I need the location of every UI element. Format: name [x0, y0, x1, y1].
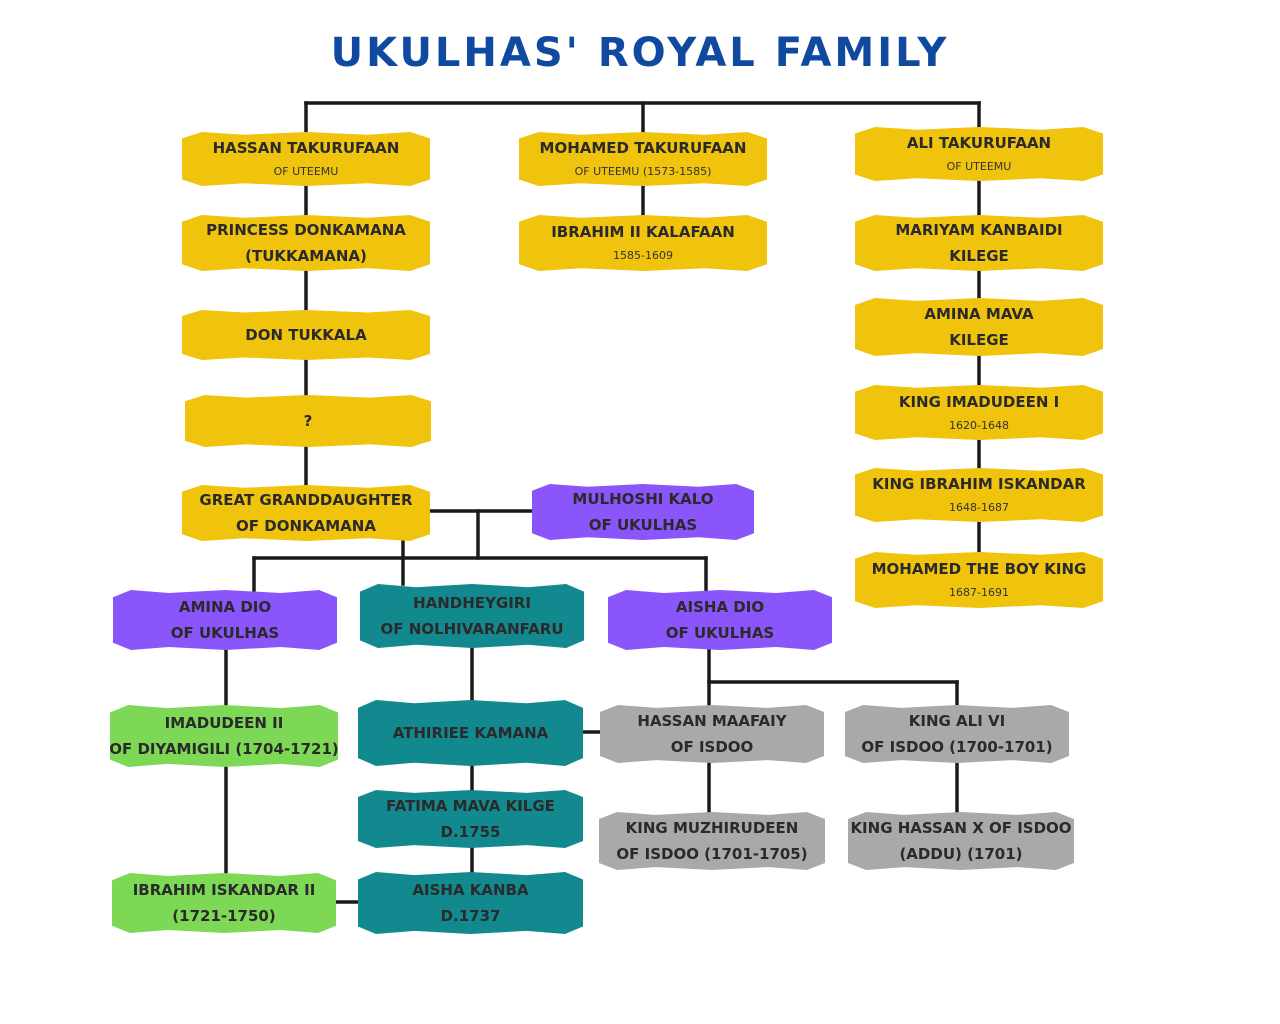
node-name: MOHAMED THE BOY KING — [871, 560, 1087, 578]
node-name-line2: D.1737 — [440, 907, 501, 925]
node-mohamed-takurufaan: MOHAMED TAKURUFAAN OF UTEEMU (1573-1585) — [519, 132, 767, 186]
node-aisha-dio: AISHA DIO OF UKULHAS — [608, 590, 832, 650]
node-name: KING IBRAHIM ISKANDAR — [872, 475, 1086, 493]
node-name-line2: (1721-1750) — [172, 907, 276, 925]
node-amina-dio: AMINA DIO OF UKULHAS — [113, 590, 337, 650]
node-hassan-x: KING HASSAN X OF ISDOO (ADDU) (1701) — [848, 812, 1074, 870]
node-mariyam-kanbaidi: MARIYAM KANBAIDI KILEGE — [855, 215, 1103, 271]
node-name: AISHA DIO — [675, 598, 765, 616]
node-name: ATHIRIEE KAMANA — [392, 724, 549, 742]
node-name: MOHAMED TAKURUFAAN — [539, 139, 747, 157]
node-name: KING ALI VI — [908, 712, 1006, 730]
node-imadudeen-i: KING IMADUDEEN I 1620-1648 — [855, 385, 1103, 440]
node-handheygiri: HANDHEYGIRI OF NOLHIVARANFARU — [360, 584, 584, 648]
node-ibrahim-iskandar: KING IBRAHIM ISKANDAR 1648-1687 — [855, 468, 1103, 522]
node-muzhirudeen: KING MUZHIRUDEEN OF ISDOO (1701-1705) — [599, 812, 825, 870]
node-imadudeen-ii: IMADUDEEN II OF DIYAMIGILI (1704-1721) — [110, 705, 338, 767]
node-name: AMINA DIO — [178, 598, 272, 616]
node-name: ? — [303, 412, 313, 430]
node-name-line2: KILEGE — [949, 331, 1009, 349]
node-name-line2: (ADDU) (1701) — [899, 845, 1023, 863]
node-name: IMADUDEEN II — [164, 714, 284, 732]
node-name-line2: OF ISDOO (1700-1701) — [861, 738, 1053, 756]
node-name-line2: OF DONKAMANA — [236, 517, 376, 535]
node-name: ALI TAKURUFAAN — [906, 134, 1052, 152]
node-name: KING IMADUDEEN I — [898, 392, 1060, 411]
node-subtitle: OF UTEEMU — [946, 160, 1012, 173]
node-name-line2: D.1755 — [440, 823, 501, 841]
node-subtitle: 1620-1648 — [949, 418, 1009, 432]
node-hassan-maafaiy: HASSAN MAAFAIY OF ISDOO — [600, 705, 824, 763]
node-princess-donkamana: PRINCESS DONKAMANA (TUKKAMANA) — [182, 215, 430, 271]
node-name: KING HASSAN X OF ISDOO — [850, 819, 1072, 837]
node-name-line2: OF UKULHAS — [665, 624, 775, 642]
node-name: FATIMA MAVA KILGE — [386, 797, 555, 815]
node-name: IBRAHIM ISKANDAR II — [132, 881, 316, 899]
node-mohamed-boy-king: MOHAMED THE BOY KING 1687-1691 — [855, 552, 1103, 608]
node-name-line2: OF NOLHIVARANFARU — [380, 620, 564, 638]
node-name: KING MUZHIRUDEEN — [625, 819, 799, 837]
node-name: MULHOSHI KALO — [572, 490, 714, 508]
node-name: IBRAHIM II KALAFAAN — [551, 223, 735, 241]
node-hassan-takurufaan: HASSAN TAKURUFAAN OF UTEEMU — [182, 132, 430, 186]
node-name: HASSAN MAAFAIY — [637, 712, 787, 730]
node-name: AISHA KANBA — [412, 881, 529, 899]
node-unknown: ? — [185, 395, 431, 447]
node-name-line2: OF UKULHAS — [588, 516, 698, 534]
node-amina-mava: AMINA MAVA KILEGE — [855, 298, 1103, 356]
node-name: PRINCESS DONKAMANA — [206, 221, 406, 239]
node-name: GREAT GRANDDAUGHTER — [199, 491, 413, 509]
node-name: DON TUKKALA — [245, 326, 367, 344]
node-name: MARIYAM KANBAIDI — [895, 221, 1063, 239]
node-aisha-kanba: AISHA KANBA D.1737 — [358, 872, 583, 934]
node-name-line2: OF ISDOO — [670, 738, 754, 756]
node-subtitle: OF UTEEMU (1573-1585) — [574, 165, 712, 178]
node-ali-takurufaan: ALI TAKURUFAAN OF UTEEMU — [855, 127, 1103, 181]
node-subtitle: OF UTEEMU — [273, 165, 339, 178]
node-don-tukkala: DON TUKKALA — [182, 310, 430, 360]
node-name-line2: OF UKULHAS — [170, 624, 280, 642]
node-name: AMINA MAVA — [924, 305, 1034, 323]
node-ibrahim-ii-kalafaan: IBRAHIM II KALAFAAN 1585-1609 — [519, 215, 767, 271]
node-subtitle: 1585-1609 — [613, 249, 673, 262]
node-subtitle: 1687-1691 — [949, 586, 1009, 599]
node-name-line2: KILEGE — [949, 247, 1009, 265]
node-subtitle: 1648-1687 — [949, 501, 1009, 514]
node-name-line2: OF ISDOO (1701-1705) — [616, 845, 808, 863]
node-name-line2: OF DIYAMIGILI (1704-1721) — [109, 740, 339, 758]
node-name: HASSAN TAKURUFAAN — [212, 139, 400, 157]
node-fatima-mava: FATIMA MAVA KILGE D.1755 — [358, 790, 583, 848]
node-name-line2: (TUKKAMANA) — [245, 247, 367, 265]
node-ibrahim-iskandar-ii: IBRAHIM ISKANDAR II (1721-1750) — [112, 873, 336, 933]
node-great-granddaughter: GREAT GRANDDAUGHTER OF DONKAMANA — [182, 485, 430, 541]
node-name: HANDHEYGIRI — [413, 594, 531, 612]
node-king-ali-vi: KING ALI VI OF ISDOO (1700-1701) — [845, 705, 1069, 763]
diagram-title: UKULHAS' ROYAL FAMILY — [330, 30, 950, 76]
node-athiriee-kamana: ATHIRIEE KAMANA — [358, 700, 583, 766]
node-mulhoshi-kalo: MULHOSHI KALO OF UKULHAS — [532, 484, 754, 540]
